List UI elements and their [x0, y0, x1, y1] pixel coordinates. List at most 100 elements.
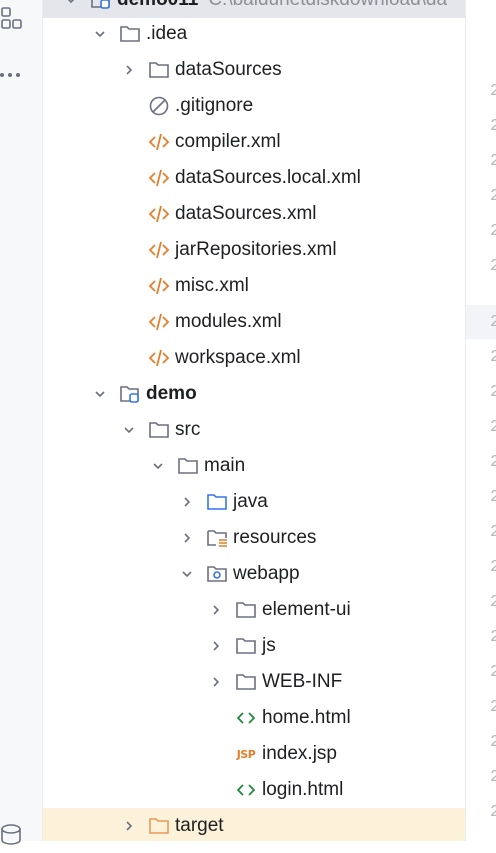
left-tool-strip: [0, 0, 43, 845]
folder-icon: [148, 419, 170, 441]
tree-node-label: jarRepositories.xml: [175, 239, 337, 260]
tree-node-target-folder[interactable]: target: [43, 808, 465, 841]
line-number: 2: [490, 82, 496, 101]
editor-gutter-edge: 2 2 2 2 2 2 2 2 2 2 2 2 2 2 2 2 2 2 2 2 …: [465, 0, 496, 841]
source-folder-icon: [206, 491, 228, 513]
project-tree: demo011 C:\baidunetdiskdownload\da .idea…: [43, 0, 465, 841]
line-number: 2: [490, 523, 496, 542]
xml-file-icon: [148, 203, 170, 225]
folder-icon: [177, 455, 199, 477]
project-path: C:\baidunetdiskdownload\da: [208, 0, 447, 11]
module-folder-icon: [90, 0, 112, 11]
more-tools-icon[interactable]: [0, 62, 26, 88]
tree-node-datasources-folder[interactable]: dataSources: [43, 52, 465, 88]
tree-node-jarrepositories-xml[interactable]: jarRepositories.xml: [43, 232, 465, 268]
tree-node-label: dataSources.local.xml: [175, 167, 361, 188]
tree-node-java-folder[interactable]: java: [43, 484, 465, 520]
chevron-down-icon[interactable]: [93, 387, 107, 401]
tree-node-label: login.html: [262, 779, 344, 800]
tree-node-label: java: [233, 491, 268, 512]
folder-icon: [119, 23, 141, 45]
chevron-down-icon[interactable]: [64, 0, 78, 7]
tree-node-home-html[interactable]: home.html: [43, 700, 465, 736]
chevron-right-icon[interactable]: [209, 639, 223, 653]
tree-node-index-jsp[interactable]: JSP index.jsp: [43, 736, 465, 772]
tree-node-label: webapp: [233, 563, 300, 584]
tree-node-label: js: [262, 635, 276, 656]
chevron-right-icon[interactable]: [180, 531, 194, 545]
line-number: 2: [490, 698, 496, 717]
line-number: 2: [490, 257, 496, 276]
tree-node-resources-folder[interactable]: resources: [43, 520, 465, 556]
tree-node-root[interactable]: demo011 C:\baidunetdiskdownload\da: [43, 0, 465, 18]
database-icon[interactable]: [0, 822, 26, 848]
chevron-right-icon[interactable]: [122, 819, 136, 833]
tree-node-main-folder[interactable]: main: [43, 448, 465, 484]
tree-node-login-html[interactable]: login.html: [43, 772, 465, 808]
tree-node-label: home.html: [262, 707, 351, 728]
xml-file-icon: [148, 275, 170, 297]
tree-node-modules-xml[interactable]: modules.xml: [43, 304, 465, 340]
chevron-right-icon[interactable]: [180, 495, 194, 509]
tree-node-misc-xml[interactable]: misc.xml: [43, 268, 465, 304]
line-number: 2: [490, 117, 496, 136]
tree-node-label: modules.xml: [175, 311, 282, 332]
tree-node-webapp-folder[interactable]: webapp: [43, 556, 465, 592]
tree-node-label: demo011: [117, 0, 198, 11]
line-number: 2: [490, 663, 496, 682]
line-number: 2: [490, 733, 496, 752]
tree-node-idea-folder[interactable]: .idea: [43, 16, 465, 52]
chevron-down-icon[interactable]: [151, 459, 165, 473]
chevron-right-icon[interactable]: [209, 603, 223, 617]
tree-node-label: .gitignore: [175, 95, 254, 116]
tree-node-workspace-xml[interactable]: workspace.xml: [43, 340, 465, 376]
tree-node-label: misc.xml: [175, 275, 249, 296]
chevron-right-icon[interactable]: [122, 63, 136, 77]
tree-node-label: element-ui: [262, 599, 351, 620]
chevron-down-icon[interactable]: [122, 423, 136, 437]
structure-icon[interactable]: [0, 6, 26, 32]
xml-file-icon: [148, 167, 170, 189]
excluded-folder-icon: [148, 815, 170, 837]
tree-node-js-folder[interactable]: js: [43, 628, 465, 664]
tree-node-gitignore[interactable]: .gitignore: [43, 88, 465, 124]
tree-node-web-inf-folder[interactable]: WEB-INF: [43, 664, 465, 700]
tree-node-demo-module[interactable]: demo: [43, 376, 465, 412]
line-number: 2: [490, 488, 496, 507]
folder-icon: [235, 599, 257, 621]
chevron-down-icon[interactable]: [180, 567, 194, 581]
line-number: 2: [490, 803, 496, 822]
current-line-highlight: [466, 305, 496, 339]
jsp-file-icon: JSP: [236, 747, 256, 761]
tree-node-datasources-local-xml[interactable]: dataSources.local.xml: [43, 160, 465, 196]
module-folder-icon: [119, 383, 141, 405]
tree-node-label: dataSources: [175, 59, 282, 80]
line-number: 2: [490, 383, 496, 402]
line-number: 2: [490, 558, 496, 577]
line-number: 2: [490, 418, 496, 437]
xml-file-icon: [148, 347, 170, 369]
tree-node-src-folder[interactable]: src: [43, 412, 465, 448]
xml-file-icon: [148, 131, 170, 153]
chevron-right-icon[interactable]: [209, 675, 223, 689]
line-number: 2: [490, 628, 496, 647]
html-file-icon: [235, 707, 257, 729]
tree-node-label: src: [175, 419, 201, 440]
tree-node-compiler-xml[interactable]: compiler.xml: [43, 124, 465, 160]
tree-node-label: .idea: [146, 23, 188, 44]
folder-icon: [148, 59, 170, 81]
folder-icon: [235, 635, 257, 657]
tree-node-label: target: [175, 815, 224, 836]
line-number: 2: [490, 348, 496, 367]
tree-node-label: workspace.xml: [175, 347, 301, 368]
line-number: 2: [490, 593, 496, 612]
line-number: 2: [490, 768, 496, 787]
chevron-down-icon[interactable]: [93, 27, 107, 41]
xml-file-icon: [148, 311, 170, 333]
folder-icon: [235, 671, 257, 693]
tree-node-element-ui-folder[interactable]: element-ui: [43, 592, 465, 628]
ignored-file-icon: [148, 95, 170, 117]
tree-node-datasources-xml[interactable]: dataSources.xml: [43, 196, 465, 232]
tree-node-label: index.jsp: [262, 743, 337, 764]
web-folder-icon: [206, 563, 228, 585]
